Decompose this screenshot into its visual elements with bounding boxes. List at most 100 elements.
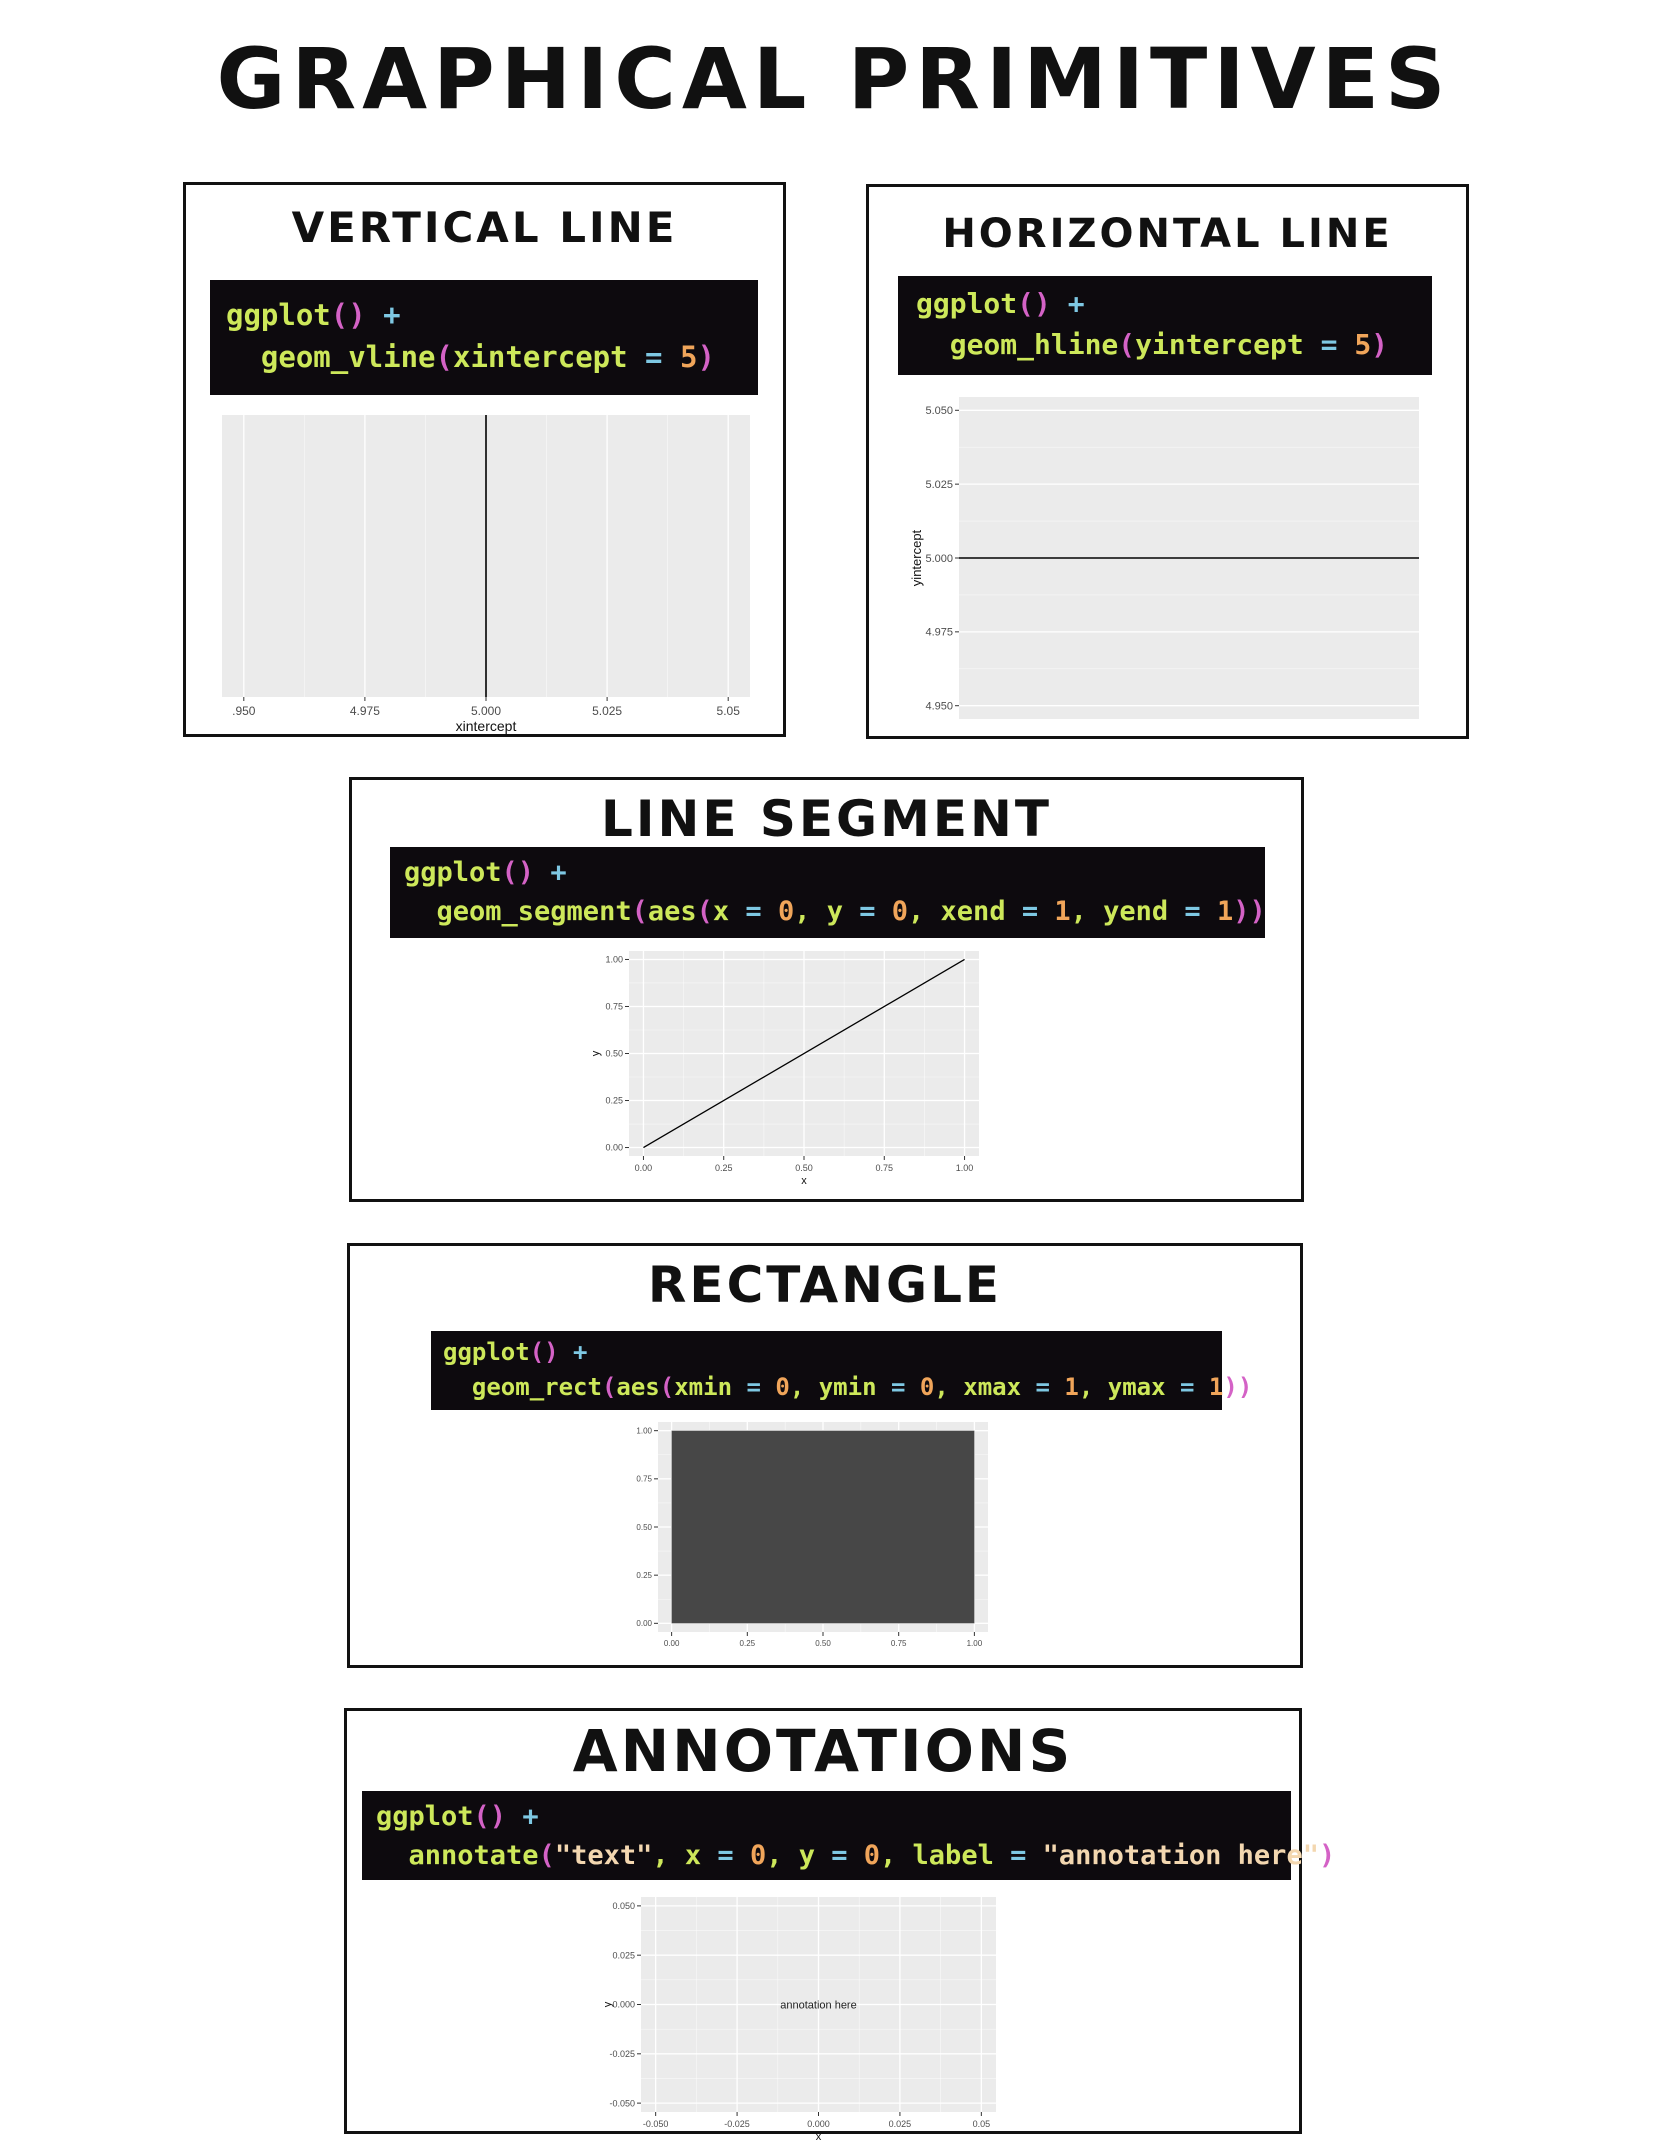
y-tick-label: 5.000	[925, 553, 953, 565]
code-token: =	[701, 1840, 750, 1872]
code-block-rect: ggplot() + geom_rect(aes(xmin = 0, ymin …	[431, 1331, 1252, 1410]
panel-line-segment: LINE SEGMENT ggplot() + geom_segment(aes…	[349, 777, 1304, 1202]
code-token: =	[1168, 896, 1217, 928]
x-tick-label: 0.75	[876, 1163, 894, 1173]
code-token: ,	[934, 1372, 964, 1401]
x-axis-title: xintercept	[456, 718, 517, 734]
x-tick-label: 1.00	[967, 1639, 983, 1648]
code-token: ()	[1017, 287, 1051, 320]
code-line: ggplot() +	[916, 284, 1414, 325]
y-tick-label: 0.00	[636, 1619, 652, 1628]
code-token: aes	[647, 896, 697, 928]
code-token: 1	[1208, 1372, 1224, 1401]
x-tick-label: -0.025	[724, 2119, 750, 2129]
annotation-text: annotation here	[780, 2000, 856, 2012]
code-token: )	[1318, 1840, 1336, 1872]
code-token: x	[684, 1840, 702, 1872]
code-token: geom_segment	[404, 896, 632, 928]
y-tick-label: 1.00	[636, 1426, 652, 1435]
code-token: geom_vline	[226, 340, 436, 375]
code-token: xmax	[963, 1372, 1022, 1401]
code-token: geom_hline	[916, 327, 1119, 361]
y-tick-label: 0.025	[612, 1950, 635, 1960]
code-token: (	[631, 896, 648, 928]
y-tick-label: 0.75	[605, 1002, 623, 1012]
x-axis-title: x	[816, 2131, 822, 2143]
code-token: =	[814, 1840, 864, 1872]
code-token: xintercept	[452, 340, 628, 375]
code-token: 0	[891, 896, 909, 928]
x-tick-label: 0.50	[795, 1163, 813, 1173]
code-token: 1	[1216, 896, 1234, 928]
code-token: =	[1303, 327, 1355, 361]
y-tick-label: -0.025	[609, 2049, 635, 2059]
code-token: ggplot	[404, 857, 502, 888]
code-token: +	[506, 1801, 539, 1832]
code-token: =	[732, 1372, 776, 1401]
y-tick-label: 4.975	[925, 627, 953, 639]
code-token: =	[842, 896, 892, 928]
code-token: ggplot	[916, 287, 1018, 320]
x-tick-label: -0.050	[643, 2119, 669, 2129]
code-token: =	[876, 1372, 920, 1401]
code-token: label	[912, 1840, 994, 1872]
code-line: ggplot() +	[404, 853, 1251, 892]
y-tick-label: 0.50	[605, 1049, 623, 1059]
panel-title-annotations: ANNOTATIONS	[572, 1717, 1074, 1785]
panel-rectangle: RECTANGLE ggplot() + geom_rect(aes(xmin …	[347, 1243, 1303, 1668]
y-axis-title: y	[590, 1050, 602, 1056]
panel-horizontal-line: HORIZONTAL LINE ggplot() + geom_hline(yi…	[866, 184, 1469, 739]
code-token: (	[538, 1840, 555, 1872]
code-token: ()	[473, 1801, 507, 1832]
code-token: aes	[616, 1372, 660, 1401]
code-token: 5	[1354, 327, 1372, 361]
code-token: 0	[775, 1372, 790, 1401]
code-token: (	[659, 1372, 675, 1401]
code-token: =	[1021, 1372, 1065, 1401]
x-tick-label: 0.00	[635, 1163, 653, 1173]
code-token: (	[435, 340, 453, 375]
code-token: 1	[1064, 1372, 1079, 1401]
code-line: geom_vline(xintercept = 5)	[226, 336, 742, 378]
code-token: ,	[766, 1840, 799, 1872]
x-tick-label: 0.00	[664, 1639, 680, 1648]
code-block-hline: ggplot() + geom_hline(yintercept = 5)	[898, 276, 1432, 375]
panel-annotations: ANNOTATIONS ggplot() + annotate("text", …	[344, 1708, 1336, 2143]
page-title: GRAPHICAL PRIMITIVES	[216, 30, 1452, 128]
code-token: +	[558, 1338, 588, 1366]
code-token: ggplot	[376, 1801, 474, 1832]
y-tick-label: 0.75	[636, 1475, 652, 1484]
code-token: ymin	[818, 1372, 877, 1401]
code-token: ,	[908, 896, 941, 928]
code-token: 0	[863, 1840, 881, 1872]
panel-title-vertical-line: VERTICAL LINE	[291, 203, 678, 252]
y-tick-label: 0.50	[636, 1523, 652, 1532]
code-block-annot: ggplot() + annotate("text", x = 0, y = 0…	[362, 1791, 1336, 1880]
code-token: =	[1165, 1372, 1209, 1401]
code-token: +	[1050, 287, 1085, 320]
code-token: =	[993, 1840, 1043, 1872]
x-tick-label: 5.000	[471, 704, 501, 718]
code-token: y	[798, 1840, 815, 1872]
x-tick-label: 1.00	[956, 1163, 974, 1173]
x-tick-label: 0.05	[973, 2119, 991, 2129]
code-token: ggplot	[226, 298, 331, 332]
y-tick-label: 5.025	[925, 479, 953, 491]
code-token: ))	[1233, 896, 1266, 928]
x-tick-label: 0.25	[740, 1639, 756, 1648]
code-token: ,	[1070, 896, 1104, 928]
y-tick-label: 0.00	[605, 1143, 623, 1153]
code-token: 5	[679, 340, 698, 375]
code-token: (	[696, 896, 713, 928]
y-tick-label: 0.050	[612, 1901, 635, 1911]
code-token: +	[534, 857, 567, 888]
code-line: annotate("text", x = 0, y = 0, label = "…	[376, 1836, 1336, 1875]
panel-vertical-line: VERTICAL LINE ggplot() + geom_vline(xint…	[183, 182, 786, 737]
panel-title-horizontal-line: HORIZONTAL LINE	[942, 211, 1393, 257]
code-token: ,	[789, 1372, 819, 1401]
code-token: 0	[749, 1840, 767, 1872]
code-block-segment: ggplot() + geom_segment(aes(x = 0, y = 0…	[390, 847, 1266, 938]
code-token: (	[1118, 327, 1136, 361]
x-tick-label: 0.025	[889, 2119, 912, 2129]
